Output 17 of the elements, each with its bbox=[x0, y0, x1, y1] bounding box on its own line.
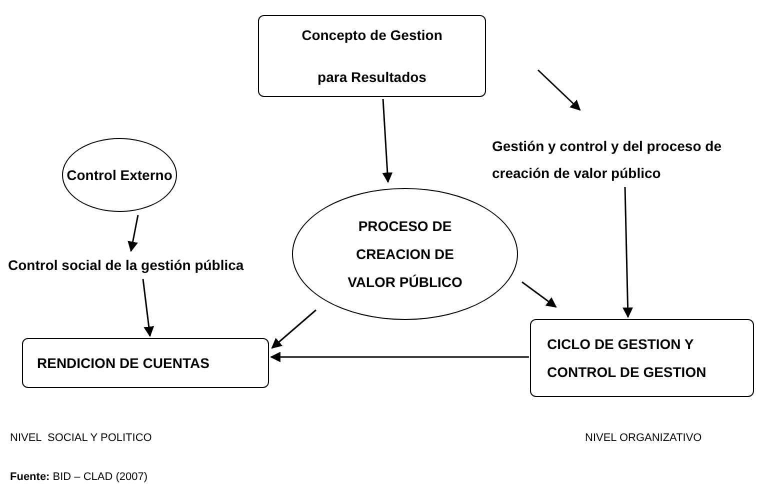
concept-box: Concepto de Gestion para Resultados bbox=[258, 15, 486, 97]
arrow bbox=[622, 186, 634, 318]
arrow bbox=[142, 278, 154, 338]
process-box: RENDICION DE CUENTAS bbox=[22, 338, 269, 388]
external-control-ellipse: Control Externo bbox=[62, 138, 177, 212]
arrow bbox=[537, 69, 581, 111]
arrow bbox=[270, 352, 529, 362]
arrow bbox=[128, 214, 139, 252]
level-label: NIVEL ORGANIZATIVO bbox=[585, 432, 702, 444]
arrow bbox=[522, 281, 557, 308]
flow-text: Gestión y control y del proceso de creación de valor público bbox=[492, 133, 768, 187]
arrow bbox=[271, 309, 316, 349]
level-label: NIVEL SOCIAL Y POLITICO bbox=[10, 432, 152, 444]
arrow bbox=[382, 98, 393, 184]
process-ellipse: PROCESO DE CREACION DE VALOR PÚBLICO bbox=[292, 188, 518, 320]
source-caption: Fuente: BID – CLAD (2007) bbox=[10, 471, 148, 483]
process-box: CICLO DE GESTION Y CONTROL DE GESTION bbox=[530, 319, 754, 397]
